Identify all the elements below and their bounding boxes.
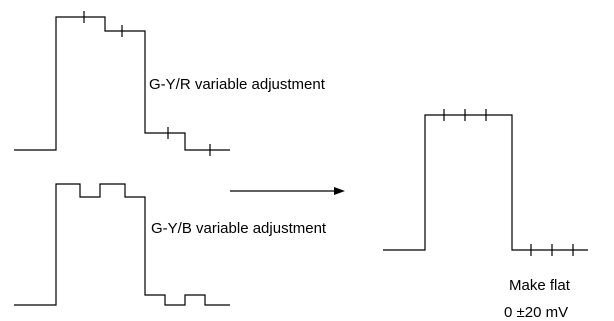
gy-b-waveform-trace: [14, 183, 230, 306]
gy-r-waveform-trace: [14, 16, 230, 151]
arrow: [230, 187, 345, 195]
flat-waveform-trace: [383, 114, 588, 251]
arrow-head: [334, 187, 345, 195]
make-flat-label: Make flat: [509, 277, 571, 294]
gy-r-adjustment-label: G-Y/R variable adjustment: [149, 76, 326, 93]
gy-b-waveform: [14, 183, 230, 306]
gy-b-adjustment-label: G-Y/B variable adjustment: [151, 220, 327, 237]
flat-waveform: [383, 109, 588, 256]
gy-r-waveform: [14, 11, 230, 156]
tolerance-label: 0 ±20 mV: [504, 304, 568, 321]
